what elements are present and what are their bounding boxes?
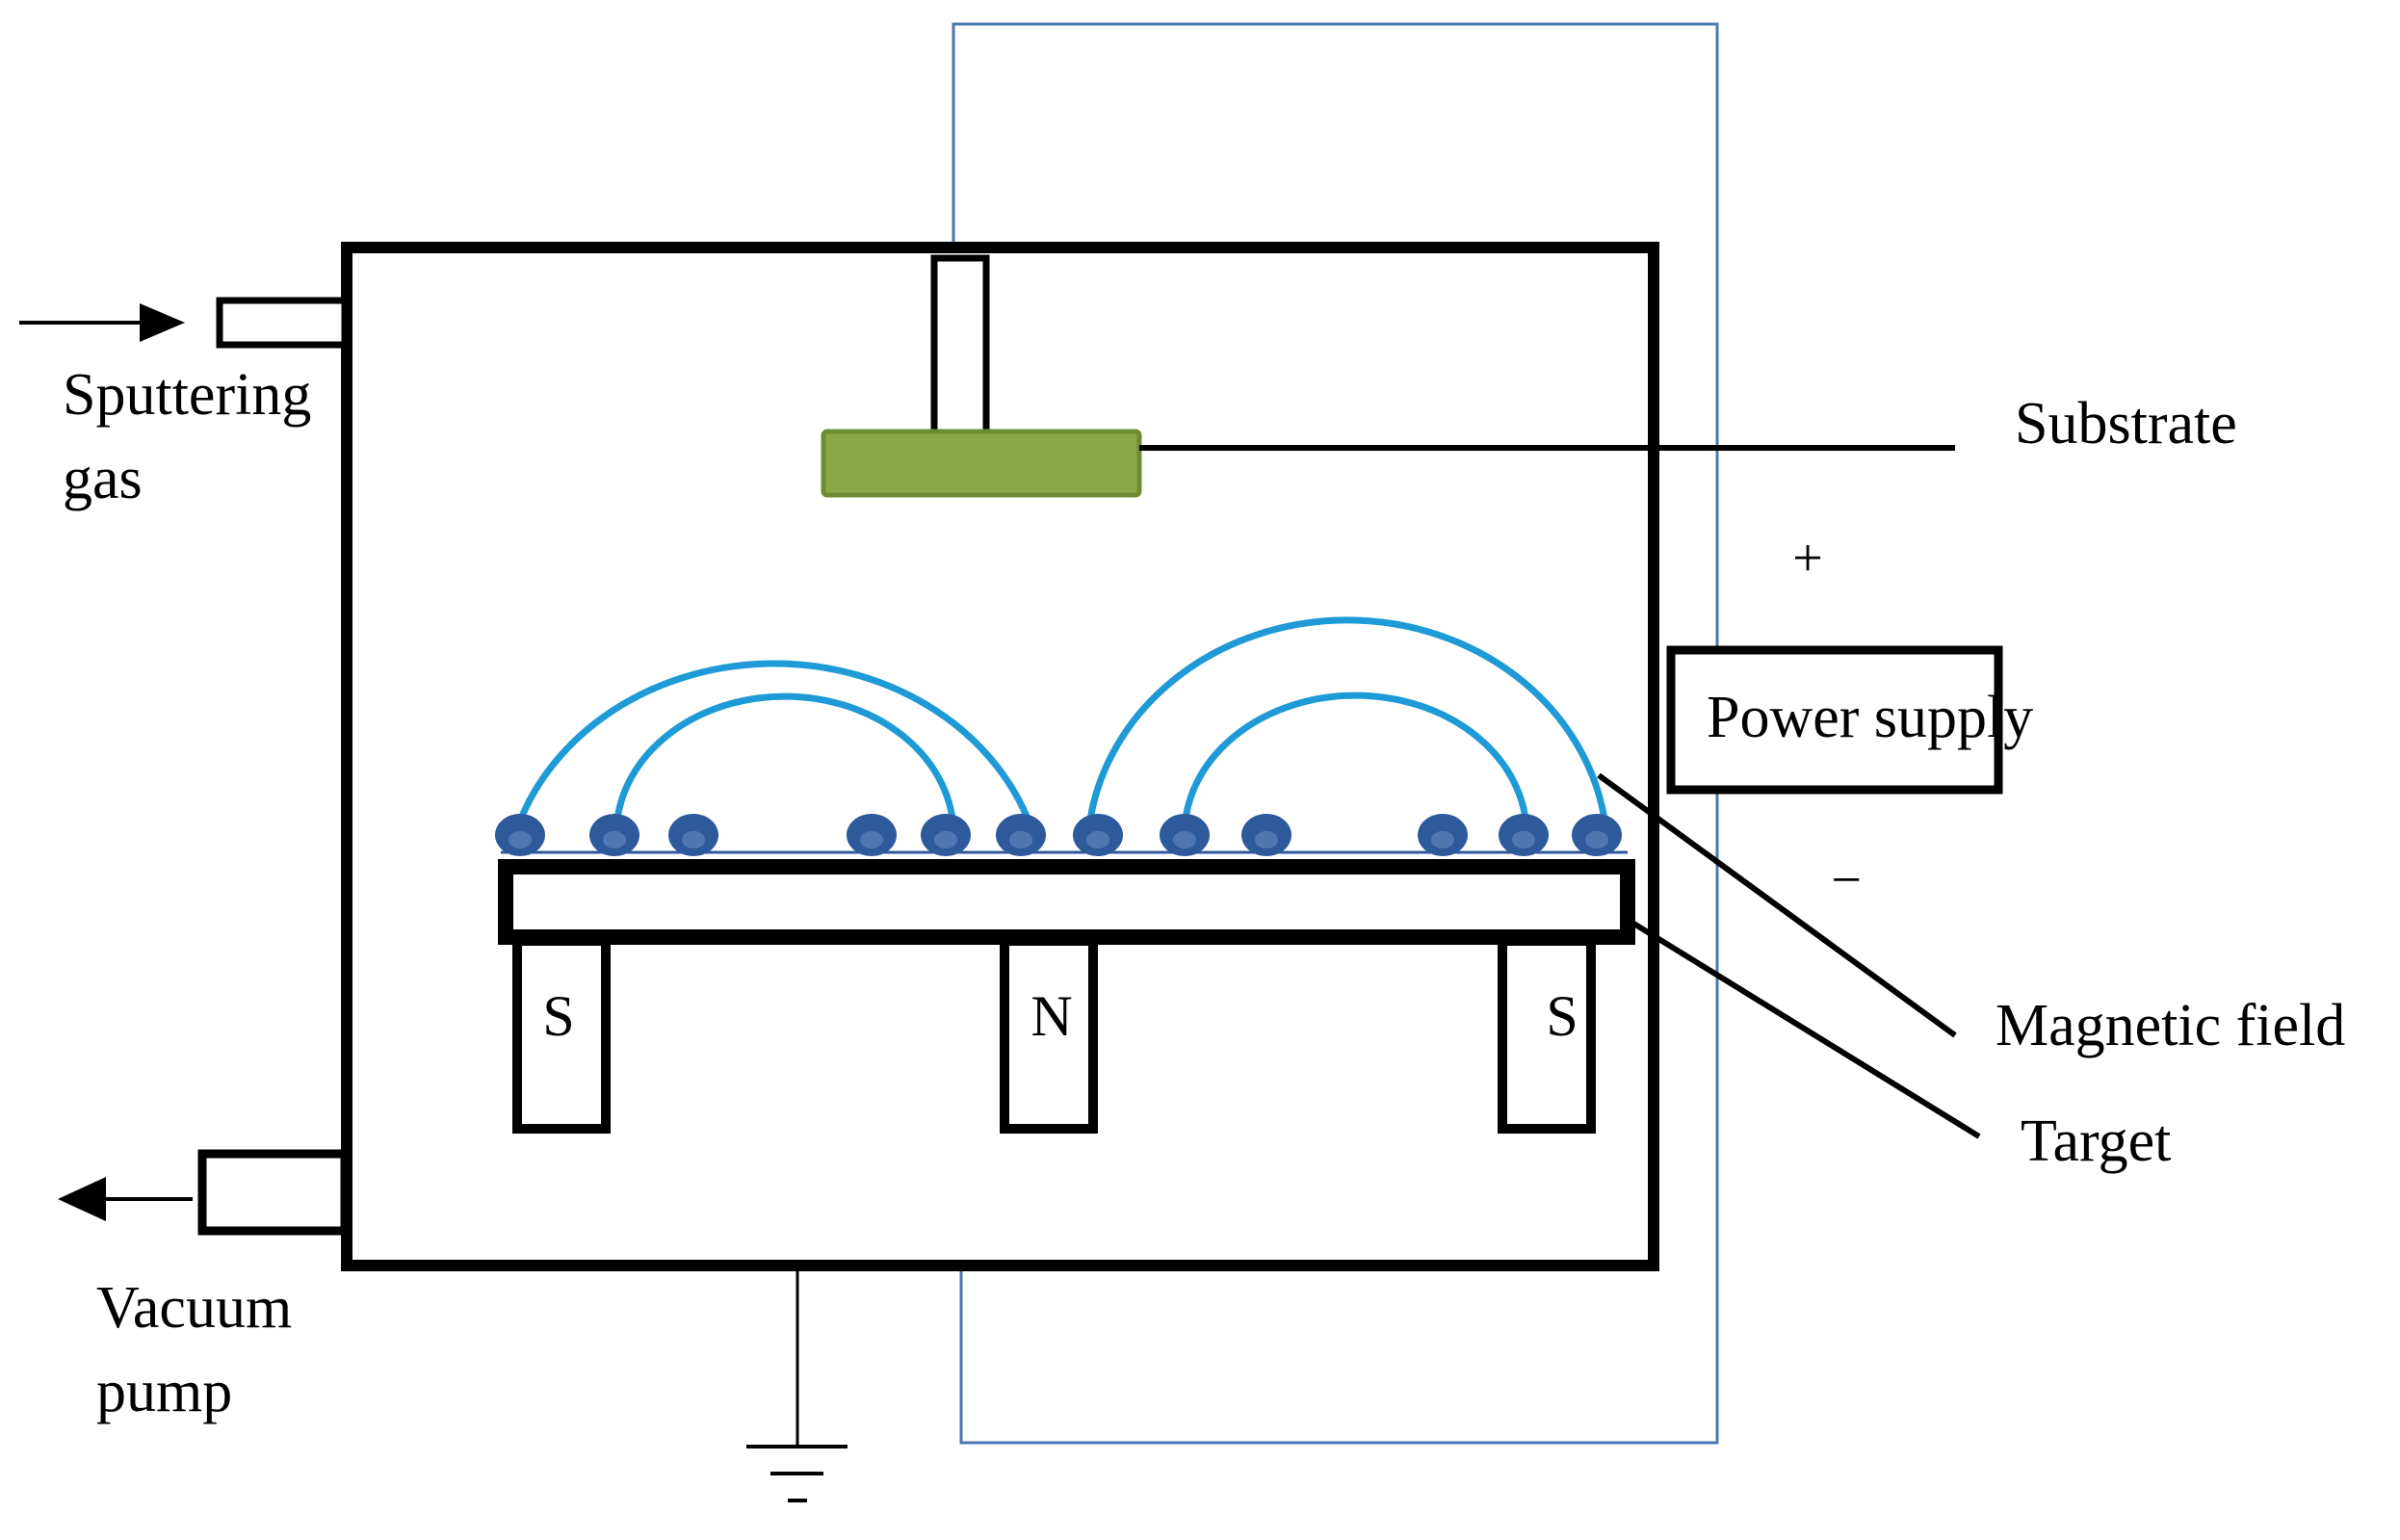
arrow-left-icon (58, 1177, 193, 1221)
vacuum-pump-label-line2: pump (96, 1359, 232, 1424)
vacuum-chamber (341, 242, 1659, 1271)
electron-highlights (509, 831, 1608, 848)
ground-icon (746, 1271, 848, 1502)
minus-terminal: − (1831, 850, 1862, 910)
vacuum-pump-label-line1: Vacuum (96, 1275, 292, 1341)
power-supply-label: Power supply (1707, 685, 2033, 750)
circuit-wire (952, 22, 1719, 1445)
field-line-outer-left (511, 660, 1037, 836)
arrow-right-icon (19, 303, 185, 342)
magnet-right: S (1498, 936, 1596, 1134)
sputtering-gas-label-line1: Sputtering (63, 362, 311, 428)
magnet-left-pole: S (542, 984, 574, 1048)
substrate-holder (930, 254, 990, 437)
magnetic-field-label: Magnetic field (1996, 993, 2345, 1058)
field-line-outer-right (1084, 616, 1610, 835)
target-plate (498, 859, 1635, 945)
gas-inlet (216, 297, 349, 349)
magnet-left: S (512, 936, 611, 1134)
magnetic-field-leader (1597, 772, 1957, 1038)
electron-dots (495, 814, 1622, 856)
substrate-label: Substrate (2015, 391, 2237, 457)
target-leader (1626, 917, 1981, 1139)
substrate-plate (821, 429, 1142, 498)
magnet-center: N (1000, 936, 1098, 1134)
pump-outlet (197, 1149, 350, 1236)
sputtering-gas-label-line2: gas (63, 446, 143, 511)
field-line-inner-left (613, 692, 957, 835)
magnet-center-pole: N (1030, 984, 1072, 1048)
magnetic-field-lines (511, 616, 1610, 836)
field-line-inner-right (1181, 692, 1530, 835)
plus-terminal: + (1792, 529, 1823, 588)
power-supply-box (1666, 645, 2003, 795)
magnet-right-pole: S (1546, 984, 1578, 1048)
target-label: Target (2021, 1109, 2171, 1174)
